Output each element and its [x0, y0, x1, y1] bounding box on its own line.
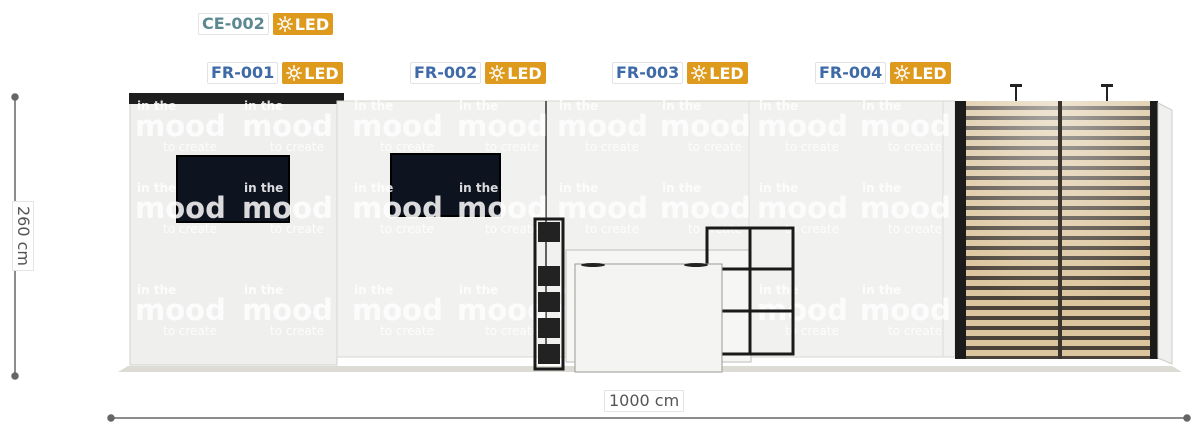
watermark-line3: to create: [888, 222, 942, 236]
watermark-line2: mood: [242, 109, 333, 143]
watermark-line1: in the: [354, 99, 393, 113]
wood-slat-wall: [955, 84, 1173, 365]
led-badge: LED: [890, 62, 951, 84]
watermark-line1: in the: [354, 181, 393, 195]
watermark-line3: to create: [163, 222, 217, 236]
watermark-line1: in the: [459, 99, 498, 113]
watermark-line3: to create: [785, 324, 839, 338]
watermark-line2: mood: [352, 109, 443, 143]
watermark-line1: in the: [354, 283, 393, 297]
watermark-line2: mood: [860, 293, 951, 327]
sun-icon: [894, 65, 911, 81]
watermark-line2: mood: [860, 109, 951, 143]
watermark-line2: mood: [557, 191, 648, 225]
width-dimension-label: 1000 cm: [604, 390, 685, 412]
led-label: LED: [304, 63, 339, 83]
tag-code-fr-003: FR-003: [612, 62, 684, 84]
watermark-line1: in the: [662, 181, 701, 195]
sun-icon: [691, 65, 708, 81]
tv-screen-1: [176, 155, 290, 223]
watermark-line2: mood: [135, 293, 226, 327]
watermark-line3: to create: [888, 324, 942, 338]
tag-fr-004: FR-004 LED: [815, 62, 951, 84]
watermark-line3: to create: [163, 140, 217, 154]
watermark-line1: in the: [759, 99, 798, 113]
tag-ce-002: CE-002 LED: [198, 13, 334, 35]
watermark-line2: mood: [457, 109, 548, 143]
watermark-line1: in the: [137, 99, 176, 113]
watermark-line3: to create: [585, 140, 639, 154]
watermark-line1: in the: [137, 283, 176, 297]
watermark-line2: mood: [660, 109, 751, 143]
led-badge: LED: [687, 62, 748, 84]
led-label: LED: [709, 63, 744, 83]
watermark-line3: to create: [485, 222, 539, 236]
watermark-line1: in the: [137, 181, 176, 195]
watermark-line3: to create: [785, 140, 839, 154]
watermark-line2: mood: [557, 109, 648, 143]
tag-code-ce-002: CE-002: [198, 13, 269, 35]
watermark-line3: to create: [888, 140, 942, 154]
watermark-line3: to create: [380, 324, 434, 338]
sun-icon: [489, 65, 506, 81]
watermark-line2: mood: [352, 293, 443, 327]
watermark-line3: to create: [485, 324, 539, 338]
led-label: LED: [912, 63, 947, 83]
watermark-line2: mood: [135, 191, 226, 225]
watermark-line2: mood: [352, 191, 443, 225]
tag-code-fr-002: FR-002: [410, 62, 482, 84]
watermark-line3: to create: [688, 140, 742, 154]
tag-code-fr-004: FR-004: [815, 62, 887, 84]
led-label: LED: [294, 14, 330, 34]
watermark-line1: in the: [244, 99, 283, 113]
watermark-line3: to create: [270, 140, 324, 154]
watermark-line2: mood: [242, 191, 333, 225]
watermark-line3: to create: [585, 222, 639, 236]
tv-screen-2: [390, 153, 501, 217]
watermark-line3: to create: [270, 324, 324, 338]
watermark-line3: to create: [270, 222, 324, 236]
watermark-line3: to create: [485, 140, 539, 154]
watermark-line1: in the: [662, 99, 701, 113]
brochure-rack: [533, 217, 565, 371]
watermark-line2: mood: [457, 191, 548, 225]
watermark-line1: in the: [862, 283, 901, 297]
watermark-line1: in the: [459, 181, 498, 195]
watermark-line1: in the: [559, 99, 598, 113]
watermark-line1: in the: [759, 181, 798, 195]
watermark-line2: mood: [660, 191, 751, 225]
sun-icon: [286, 65, 303, 81]
watermark-line1: in the: [244, 283, 283, 297]
front-counter: [574, 263, 723, 373]
watermark-line3: to create: [785, 222, 839, 236]
led-badge: LED: [485, 62, 546, 84]
tag-code-fr-001: FR-001: [207, 62, 279, 84]
height-dimension-label: 260 cm: [12, 200, 35, 272]
tag-fr-001: FR-001 LED: [207, 62, 343, 84]
sun-icon: [276, 16, 293, 32]
watermark-line2: mood: [457, 293, 548, 327]
led-badge: LED: [272, 13, 334, 35]
watermark-line3: to create: [380, 140, 434, 154]
led-label: LED: [507, 63, 542, 83]
watermark-line3: to create: [163, 324, 217, 338]
watermark-line2: mood: [242, 293, 333, 327]
watermark-line1: in the: [759, 283, 798, 297]
watermark-line2: mood: [860, 191, 951, 225]
watermark-line1: in the: [244, 181, 283, 195]
watermark-line1: in the: [559, 181, 598, 195]
tag-fr-003: FR-003 LED: [612, 62, 748, 84]
watermark-line1: in the: [862, 99, 901, 113]
watermark-line2: mood: [135, 109, 226, 143]
watermark-line2: mood: [757, 109, 848, 143]
tag-fr-002: FR-002 LED: [410, 62, 546, 84]
watermark-line1: in the: [459, 283, 498, 297]
watermark-line1: in the: [862, 181, 901, 195]
watermark-line2: mood: [757, 191, 848, 225]
led-badge: LED: [282, 62, 343, 84]
watermark-line3: to create: [380, 222, 434, 236]
